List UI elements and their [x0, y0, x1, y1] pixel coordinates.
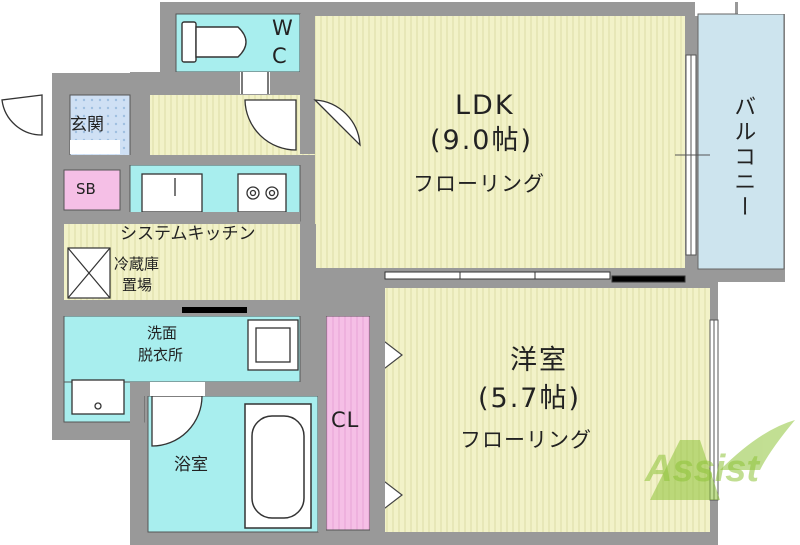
- western-room-name: 洋室: [510, 345, 568, 376]
- washroom-label-line1: 洗面: [147, 324, 178, 342]
- wc-label-bottom: C: [272, 44, 288, 68]
- assist-logo-mark: [650, 420, 795, 500]
- sliding-door: [384, 271, 686, 283]
- ldk-name: LDK: [455, 90, 515, 121]
- western-room-size: (5.7帖): [478, 383, 582, 414]
- balcony-area: [697, 13, 785, 270]
- balcony-label: バルコニー: [730, 95, 756, 220]
- stove-icon: [237, 173, 287, 213]
- washing-machine-icon: [247, 319, 299, 371]
- shoe-box-label: SB: [76, 180, 96, 198]
- fridge-label-line2: 置場: [122, 276, 153, 294]
- shoe-box: [63, 169, 121, 211]
- fridge-label-line1: 冷蔵庫: [114, 255, 160, 273]
- toilet-icon: [181, 21, 247, 63]
- washroom-label-line2: 脱衣所: [138, 346, 184, 364]
- fridge-space-icon: [67, 247, 111, 299]
- sink-icon: [141, 173, 203, 213]
- bathroom-label: 浴室: [174, 455, 208, 475]
- ldk-floor: [315, 16, 685, 268]
- wc-label-top: W: [272, 16, 294, 40]
- ldk-flooring: フローリング: [413, 172, 545, 196]
- kitchen-label: システムキッチン: [120, 224, 256, 244]
- entrance-label: 玄関: [70, 115, 104, 135]
- closet-label: CL: [331, 408, 360, 432]
- door-swings: [1, 72, 361, 447]
- vanity-sink-icon: [71, 379, 125, 415]
- watermark-text: Assist: [645, 448, 760, 490]
- western-room-flooring: フローリング: [460, 428, 592, 452]
- ldk-size: (9.0帖): [430, 125, 534, 156]
- bathtub-icon: [244, 403, 312, 529]
